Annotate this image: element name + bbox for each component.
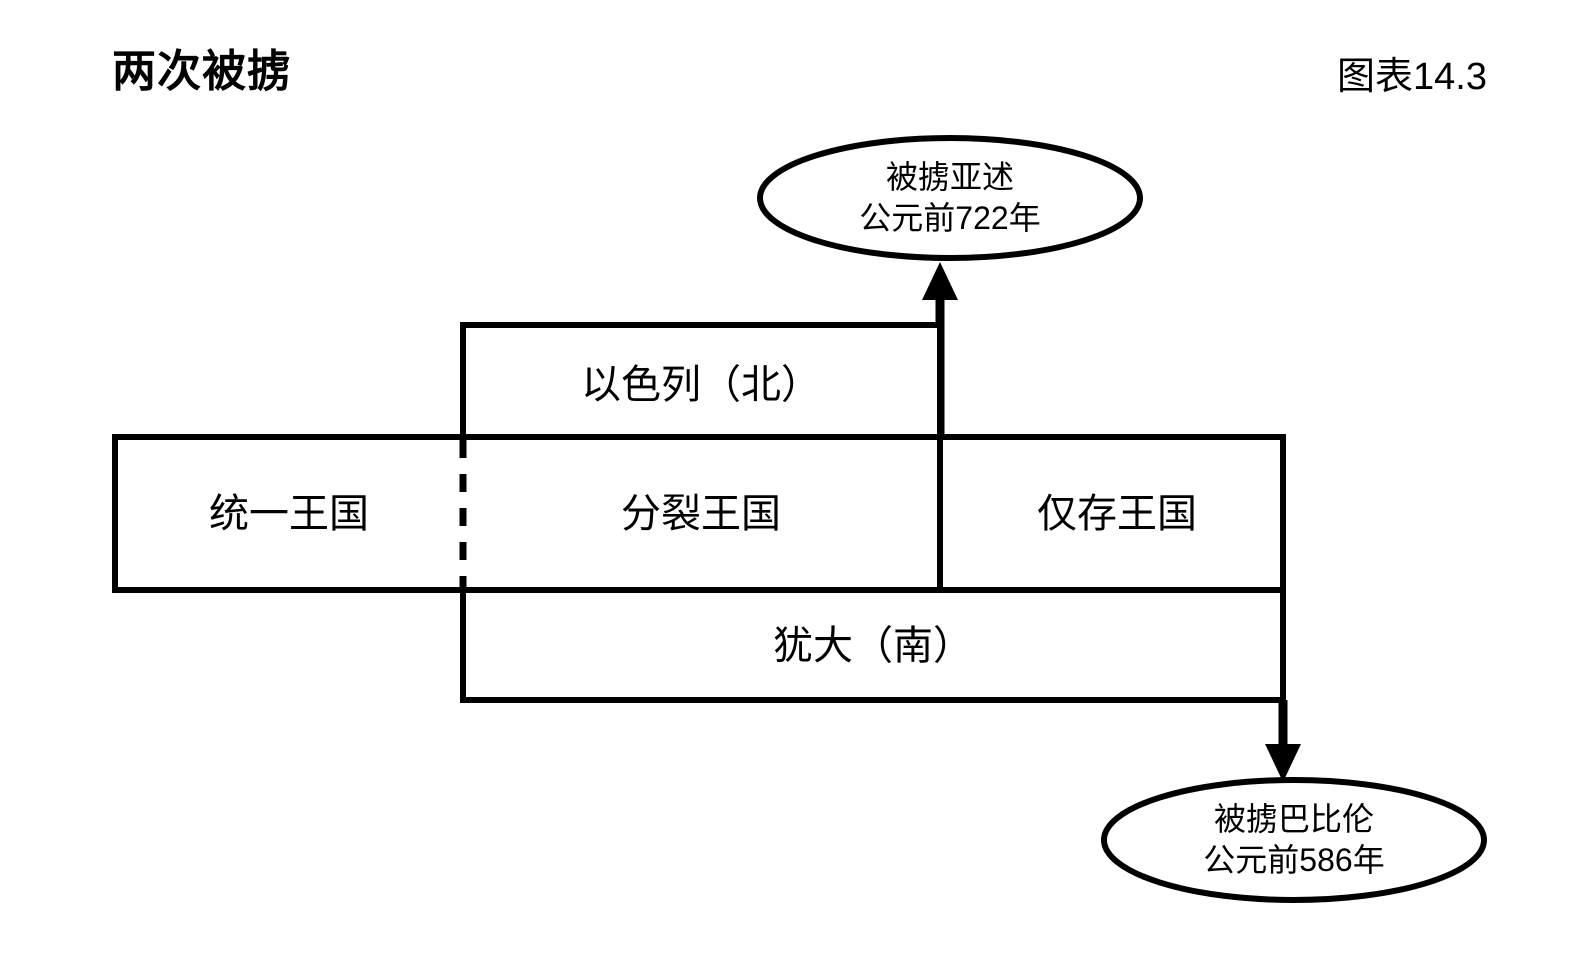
arrow-to-babylon-head (1265, 744, 1301, 782)
page-title: 两次被掳 (112, 47, 292, 96)
label-assyrian-captivity-line2: 公元前722年 (859, 200, 1041, 236)
arrow-to-babylon (1265, 700, 1301, 782)
label-assyrian-captivity-line1: 被掳亚述 (885, 159, 1014, 196)
label-babylonian-captivity-line1: 被掳巴比伦 (1213, 801, 1374, 838)
box-middle-row (112, 434, 1286, 593)
label-assyrian-captivity: 被掳亚述 公元前722年 (859, 157, 1040, 239)
box-israel-north (460, 322, 943, 440)
label-babylonian-captivity: 被掳巴比伦 公元前586年 (1203, 799, 1384, 881)
label-babylonian-captivity-line2: 公元前586年 (1203, 842, 1385, 878)
figure-number-label: 图表14.3 (1337, 56, 1487, 98)
label-judah-south: 犹大（南） (773, 624, 973, 668)
label-remaining-kingdom: 仅存王国 (1037, 492, 1197, 536)
arrow-to-assyria-head (922, 262, 958, 300)
label-united-kingdom: 统一王国 (209, 492, 369, 536)
box-judah-south (460, 587, 1286, 703)
label-israel-north: 以色列（北） (581, 363, 821, 407)
ellipse-babylonian-captivity (1101, 777, 1487, 903)
ellipse-assyrian-captivity (757, 135, 1143, 261)
label-divided-kingdom: 分裂王国 (621, 492, 781, 536)
